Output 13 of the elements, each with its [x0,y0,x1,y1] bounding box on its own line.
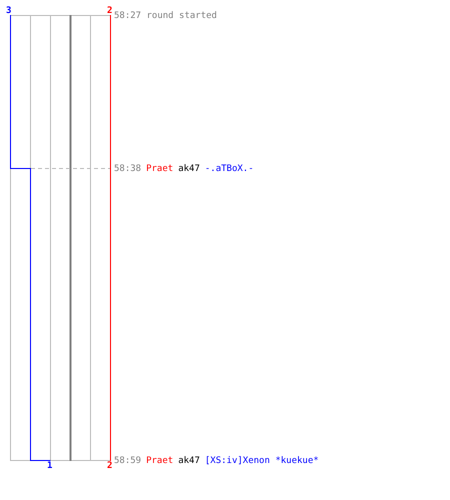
victim-name: [XS:iv]Xenon *kuekue* [204,456,319,466]
killer-name: Praet [146,164,174,174]
player-count: 2 [107,461,112,471]
event-time: 58:38 [114,164,142,174]
event-text: 58:27 round started [114,11,217,21]
event-time: 58:59 [114,456,142,466]
killer-name: Praet [146,456,174,466]
player-count: 2 [107,6,112,16]
player-count: 1 [47,461,52,471]
weapon-name: ak47 [178,164,200,174]
weapon-name: ak47 [178,456,200,466]
player-count: 3 [6,6,12,16]
victim-name: -.aTBoX.- [204,164,254,174]
